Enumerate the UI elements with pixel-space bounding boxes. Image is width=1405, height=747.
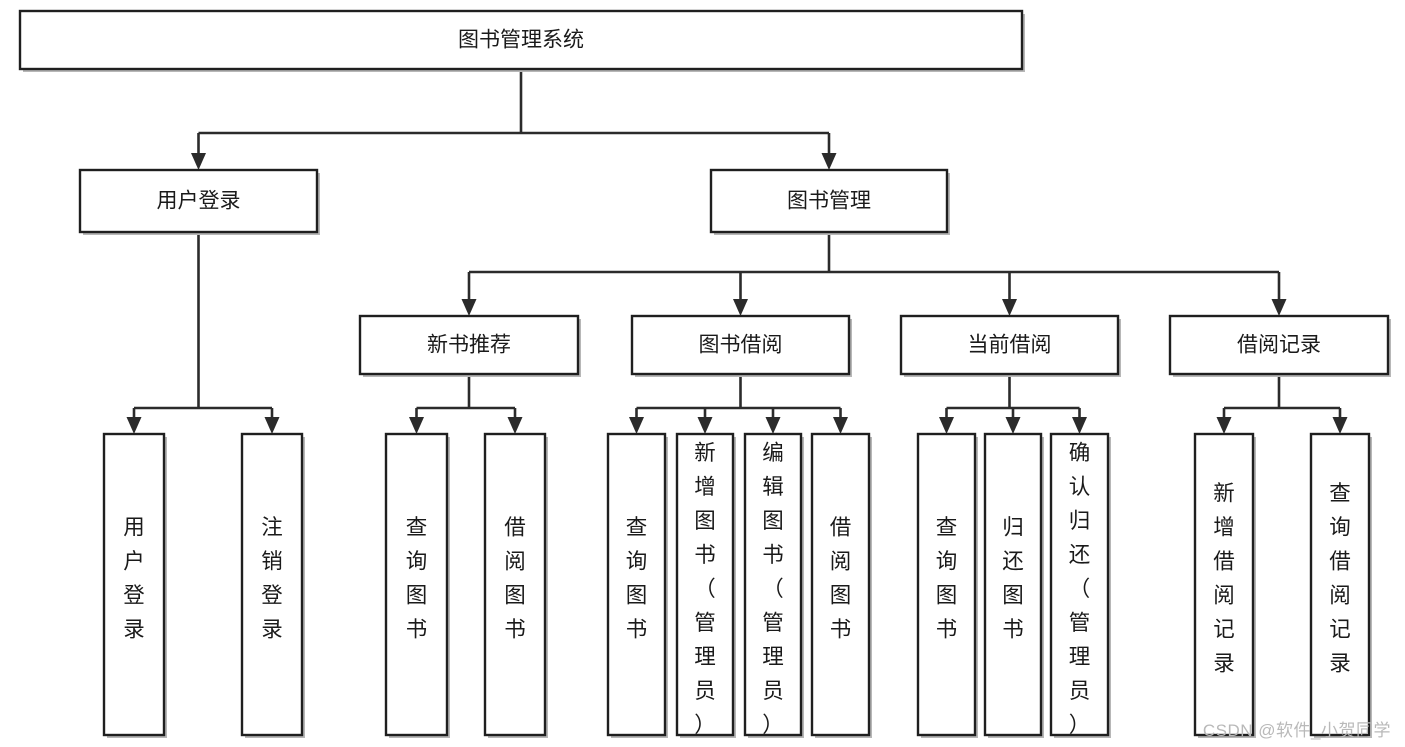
- node-user-login[interactable]: 用户登录: [78, 168, 320, 235]
- arrow-head: [409, 417, 424, 434]
- connector-group: [939, 374, 1087, 434]
- arrow-head: [1005, 417, 1021, 434]
- arrow-head: [821, 153, 837, 170]
- node-book-manage[interactable]: 图书管理: [709, 168, 950, 235]
- node-box[interactable]: [743, 432, 803, 737]
- node-box[interactable]: [1168, 314, 1390, 376]
- node-leaf-confirm-return[interactable]: 确认归还（管理员）: [1049, 432, 1111, 738]
- arrow-head: [833, 417, 848, 434]
- arrow-head: [264, 417, 280, 434]
- node-box[interactable]: [810, 432, 871, 737]
- arrow-head: [1332, 417, 1348, 434]
- node-box[interactable]: [78, 168, 319, 234]
- node-label: 用户登录: [123, 516, 145, 642]
- node-leaf-query-book-3[interactable]: 查询图书: [916, 432, 978, 738]
- node-label: 查询图书: [936, 516, 958, 642]
- node-label: 查询图书: [626, 516, 648, 642]
- node-label: 图书管理系统: [458, 29, 584, 52]
- node-book-borrow[interactable]: 图书借阅: [630, 314, 852, 377]
- node-box[interactable]: [240, 432, 304, 737]
- node-leaf-return-book[interactable]: 归还图书: [983, 432, 1044, 738]
- node-leaf-query-book-1[interactable]: 查询图书: [384, 432, 450, 738]
- node-label: 注销登录: [261, 516, 283, 642]
- node-label: 查询借阅记录: [1329, 482, 1351, 676]
- node-leaf-user-login[interactable]: 用户登录: [102, 432, 167, 738]
- connector-group: [191, 69, 837, 170]
- connector-group: [126, 232, 280, 434]
- node-box[interactable]: [358, 314, 580, 376]
- node-box[interactable]: [709, 168, 949, 234]
- node-box[interactable]: [18, 9, 1024, 71]
- node-label: 借阅记录: [1237, 334, 1321, 357]
- node-box[interactable]: [483, 432, 547, 737]
- connector-group: [409, 374, 523, 434]
- node-label: 图书管理: [787, 190, 871, 213]
- node-leaf-query-record[interactable]: 查询借阅记录: [1309, 432, 1372, 738]
- node-label: 当前借阅: [968, 334, 1052, 357]
- connector-group: [461, 232, 1287, 316]
- node-label: 用户登录: [157, 190, 241, 213]
- arrow-head: [1216, 417, 1232, 434]
- csdn-watermark: CSDN @软件_小贺同学: [1202, 721, 1391, 740]
- arrow-head: [191, 153, 206, 170]
- arrow-head: [939, 417, 954, 434]
- node-box[interactable]: [102, 432, 166, 737]
- connector-layer: [126, 69, 1348, 434]
- node-leaf-borrow-book-2[interactable]: 借阅图书: [810, 432, 872, 738]
- node-borrow-record[interactable]: 借阅记录: [1168, 314, 1391, 377]
- node-box[interactable]: [630, 314, 851, 376]
- node-label: 图书借阅: [699, 334, 783, 357]
- node-label: 编辑图书（管理员）: [762, 441, 784, 737]
- connector-group: [629, 374, 848, 434]
- node-leaf-add-book[interactable]: 新增图书（管理员）: [675, 432, 736, 738]
- node-label: 新增借阅记录: [1213, 482, 1235, 676]
- node-root[interactable]: 图书管理系统: [18, 9, 1025, 72]
- arrow-head: [461, 299, 477, 316]
- arrow-head: [1271, 299, 1287, 316]
- node-leaf-logout[interactable]: 注销登录: [240, 432, 305, 738]
- node-leaf-add-record[interactable]: 新增借阅记录: [1193, 432, 1256, 738]
- node-box[interactable]: [384, 432, 449, 737]
- arrow-head: [507, 417, 523, 434]
- node-new-book-recommend[interactable]: 新书推荐: [358, 314, 581, 377]
- node-leaf-edit-book[interactable]: 编辑图书（管理员）: [743, 432, 804, 738]
- node-label: 归还图书: [1002, 516, 1024, 642]
- arrow-head: [1072, 417, 1087, 434]
- arrow-head: [1002, 299, 1017, 316]
- connector-group: [1216, 374, 1348, 434]
- arrow-head: [765, 417, 781, 434]
- node-box[interactable]: [1193, 432, 1255, 737]
- node-layer: 图书管理系统用户登录图书管理新书推荐图书借阅当前借阅借阅记录用户登录注销登录查询…: [18, 9, 1391, 738]
- node-box[interactable]: [1309, 432, 1371, 737]
- node-leaf-query-book-2[interactable]: 查询图书: [606, 432, 668, 738]
- node-box[interactable]: [983, 432, 1043, 737]
- node-label: 新书推荐: [427, 334, 511, 357]
- node-label: 确认归还（管理员）: [1069, 441, 1091, 737]
- node-leaf-borrow-book-1[interactable]: 借阅图书: [483, 432, 548, 738]
- node-box[interactable]: [916, 432, 977, 737]
- arrow-head: [733, 299, 748, 316]
- node-box[interactable]: [899, 314, 1120, 376]
- node-current-borrow[interactable]: 当前借阅: [899, 314, 1121, 377]
- node-label: 借阅图书: [504, 516, 526, 642]
- node-box[interactable]: [1049, 432, 1110, 737]
- node-label: 查询图书: [406, 516, 428, 642]
- node-box[interactable]: [675, 432, 735, 737]
- arrow-head: [126, 417, 142, 434]
- node-label: 借阅图书: [830, 516, 852, 642]
- arrow-head: [697, 417, 713, 434]
- node-box[interactable]: [606, 432, 667, 737]
- arrow-head: [629, 417, 644, 434]
- node-label: 新增图书（管理员）: [694, 441, 716, 737]
